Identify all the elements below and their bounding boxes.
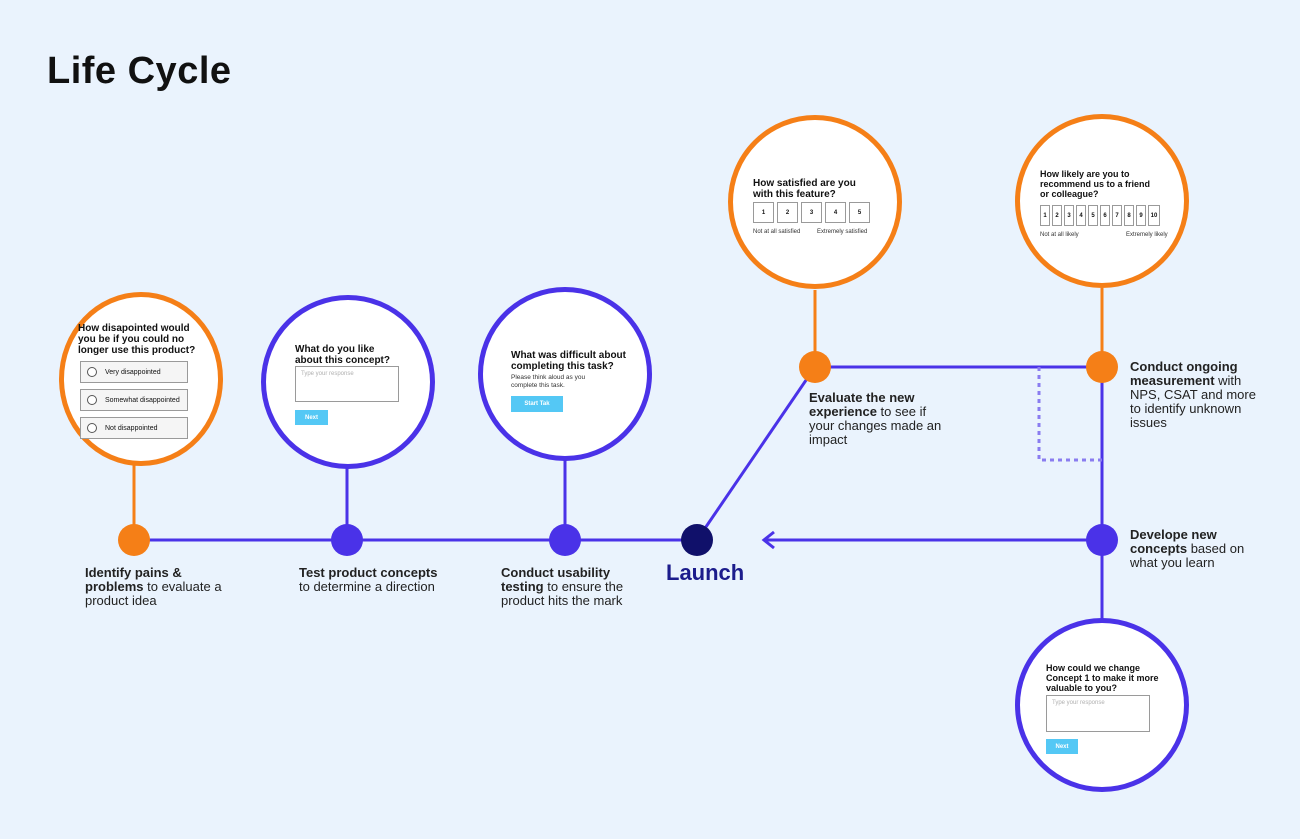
scale-low-label: Not at all likely [1040,232,1079,238]
step-dot-2 [331,524,363,556]
step-dot-3 [549,524,581,556]
scale-option[interactable]: 4 [825,202,846,223]
scale-low-label: Not at all satisfied [753,229,801,235]
survey-card-disappointment: How disapointed would you be if you coul… [59,292,223,466]
step-description: based on what you learn [1130,541,1245,570]
scale-option[interactable]: 8 [1124,205,1134,226]
option-label: Very disappointed [105,368,161,376]
step-description: to determine a direction [299,579,435,594]
nps-scale: 1 2 3 4 5 6 7 8 9 10 [1040,205,1160,226]
step-label-2: Test product concepts to determine a dir… [299,566,459,594]
scale-option[interactable]: 2 [777,202,798,223]
launch-diagonal [695,366,817,541]
option-label: Somewhat disappointed [105,396,180,404]
step-label-3: Conduct usability testing to ensure the … [501,566,643,608]
scale-option[interactable]: 4 [1076,205,1086,226]
step-title: Develope new concepts [1130,527,1217,556]
scale-option[interactable]: 5 [849,202,870,223]
option-somewhat-disappointed[interactable]: Somewhat disappointed [80,389,188,411]
launch-dot [681,524,713,556]
next-button[interactable]: Next [1046,739,1078,754]
launch-label: Launch [666,560,745,585]
step-title: Test product concepts [299,565,438,580]
response-input[interactable]: Type your response [295,366,399,402]
survey-card-nps: How likely are you to recommend us to a … [1015,114,1189,288]
card-question: How disapointed would you be if you coul… [78,323,196,356]
survey-card-new-concept: How could we change Concept 1 to make it… [1015,618,1189,792]
option-label: Not disappointed [105,424,158,432]
return-arrowhead [761,530,775,550]
step-dot-6 [1086,524,1118,556]
card-question: How satisfied are you with this feature? [753,178,856,200]
step-title: Conduct usability testing [501,565,611,594]
scale-high-label: Extremely satisfied [817,229,868,235]
step-label-5: Conduct ongoing measurement with NPS, CS… [1130,360,1270,430]
step-description: with NPS, CSAT and more to identify unkn… [1130,373,1256,430]
step-label-4: Evaluate the new experience to see if yo… [809,391,949,447]
scale-option[interactable]: 7 [1112,205,1122,226]
scale-option[interactable]: 9 [1136,205,1146,226]
satisfaction-scale: 1 2 3 4 5 [753,202,870,223]
page-title: Life Cycle [47,50,232,92]
scale-option[interactable]: 3 [801,202,822,223]
card-question: How likely are you to recommend us to a … [1040,169,1151,199]
next-button[interactable]: Next [295,410,328,425]
step-dot-5 [1086,351,1118,383]
step-dot-4 [799,351,831,383]
scale-option[interactable]: 6 [1100,205,1110,226]
step-title: Conduct ongoing measurement [1130,359,1238,388]
scale-option[interactable]: 2 [1052,205,1062,226]
response-input[interactable]: Type your response [1046,695,1150,732]
step-label-1: Identify pains & problems to evaluate a … [85,566,235,608]
radio-icon [87,395,97,405]
scale-high-label: Extremely likely [1126,232,1168,238]
dashed-loop [1037,367,1102,462]
card-question: What was difficult about completing this… [511,350,626,372]
survey-card-usability: What was difficult about completing this… [478,287,652,461]
scale-option[interactable]: 1 [1040,205,1050,226]
step-description: to see if your changes made an impact [809,404,942,447]
start-task-button[interactable]: Start Tak [511,396,563,412]
card-instructions: Please think aloud as you complete this … [511,374,586,389]
option-very-disappointed[interactable]: Very disappointed [80,361,188,383]
step-title: Evaluate the new experience [809,390,915,419]
scale-option[interactable]: 3 [1064,205,1074,226]
radio-icon [87,367,97,377]
step-label-6: Develope new concepts based on what you … [1130,528,1258,570]
survey-card-concept: What do you like about this concept? Typ… [261,295,435,469]
step-title: Identify pains & problems [85,565,182,594]
radio-icon [87,423,97,433]
step-description: to evaluate a product idea [85,579,222,608]
scale-option[interactable]: 1 [753,202,774,223]
scale-option[interactable]: 5 [1088,205,1098,226]
card-question: How could we change Concept 1 to make it… [1046,663,1159,693]
card-question: What do you like about this concept? [295,344,390,366]
step-description: to ensure the product hits the mark [501,579,624,608]
scale-option[interactable]: 10 [1148,205,1160,226]
option-not-disappointed[interactable]: Not disappointed [80,417,188,439]
step-dot-1 [118,524,150,556]
survey-card-satisfaction: How satisfied are you with this feature?… [728,115,902,289]
